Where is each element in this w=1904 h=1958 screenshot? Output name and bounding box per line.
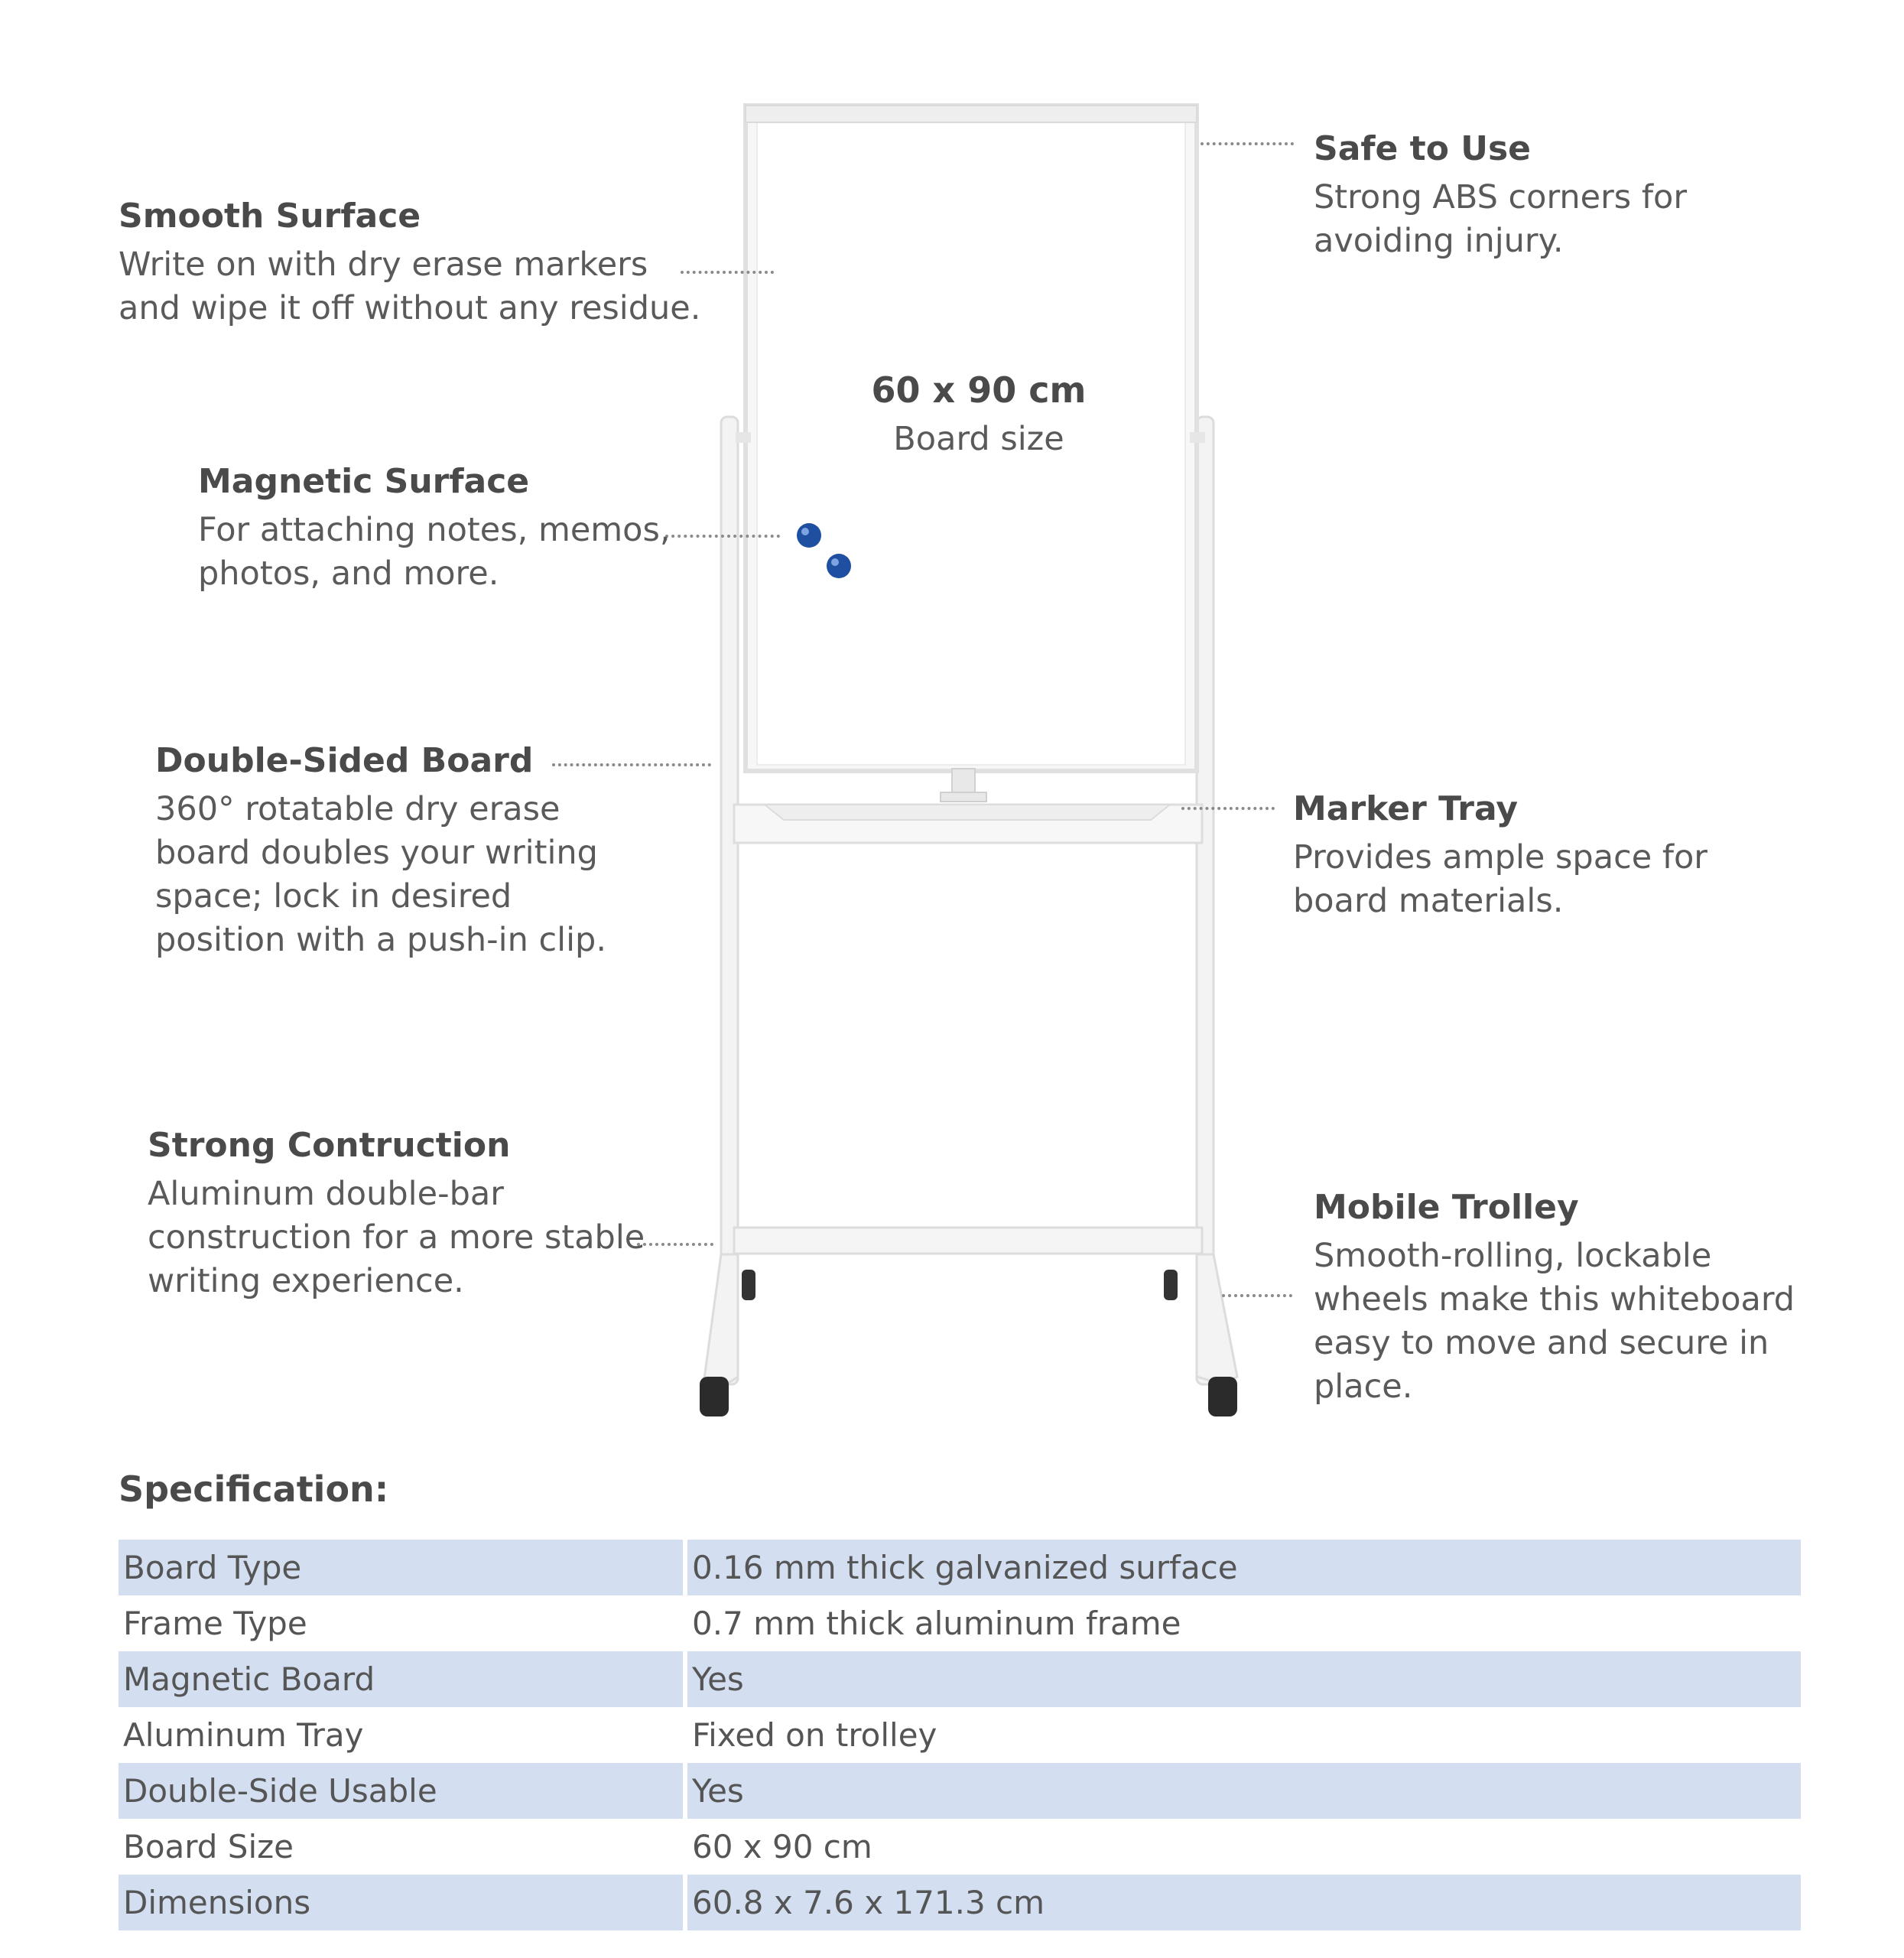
spec-label: Frame Type — [123, 1605, 307, 1642]
table-row: Frame Type 0.7 mm thick aluminum frame — [119, 1595, 1801, 1651]
feature-marker-tray: Marker Tray Provides ample space for boa… — [1293, 787, 1707, 923]
board-size-caption: Board size — [893, 420, 1064, 458]
feature-strong-construction: Strong Contruction Aluminum double-bar c… — [148, 1124, 645, 1303]
spec-value: Fixed on trolley — [692, 1716, 937, 1754]
magnet-2 — [827, 554, 851, 578]
board-size-value: 60 x 90 cm — [871, 369, 1087, 411]
specification-table: Board Type 0.16 mm thick galvanized surf… — [114, 1540, 1805, 1930]
left-upright — [720, 415, 739, 1386]
table-row: Dimensions 60.8 x 7.6 x 171.3 cm — [119, 1875, 1801, 1930]
spec-label: Magnetic Board — [119, 1651, 683, 1707]
push-in-clip — [951, 768, 976, 796]
feature-description: For attaching notes, memos, photos, and … — [198, 511, 671, 593]
feature-title: Safe to Use — [1314, 129, 1532, 168]
table-row: Double-Side Usable Yes — [119, 1763, 1801, 1819]
magnetic-surface-leader — [665, 535, 780, 538]
table-row: Board Type 0.16 mm thick galvanized surf… — [119, 1540, 1801, 1595]
feature-title: Mobile Trolley — [1314, 1188, 1579, 1227]
right-rear-wheel — [1164, 1270, 1178, 1300]
board-top-bar — [745, 105, 1197, 123]
feature-description: Write on with dry erase markers and wipe… — [119, 246, 701, 327]
spec-label: Board Size — [123, 1828, 294, 1865]
left-pivot — [736, 432, 751, 443]
board-surface — [756, 122, 1186, 766]
feature-description: Aluminum double-bar construction for a m… — [148, 1175, 645, 1300]
feature-double-sided-board: Double-Sided Board 360° rotatable dry er… — [155, 739, 606, 962]
spec-value: Yes — [687, 1763, 1801, 1819]
table-row: Magnetic Board Yes — [119, 1651, 1801, 1707]
board-size-label: 60 x 90 cm Board size — [803, 367, 1155, 462]
magnet-1 — [797, 523, 821, 548]
spec-value: 60.8 x 7.6 x 171.3 cm — [687, 1875, 1801, 1930]
left-foot — [702, 1253, 739, 1386]
spec-value: Yes — [687, 1651, 1801, 1707]
marker-tray-leader — [1181, 807, 1275, 810]
spec-value: 0.16 mm thick galvanized surface — [687, 1540, 1801, 1595]
feature-safe-to-use: Safe to Use Strong ABS corners for avoid… — [1314, 127, 1687, 263]
right-foot — [1195, 1253, 1239, 1386]
table-row: Board Size 60 x 90 cm — [119, 1819, 1801, 1875]
spec-label: Aluminum Tray — [123, 1716, 364, 1754]
spec-label: Dimensions — [119, 1875, 683, 1930]
lower-crossbar — [733, 1226, 1204, 1255]
feature-description: Provides ample space for board materials… — [1293, 838, 1707, 920]
strong-construction-leader — [637, 1243, 713, 1246]
right-pivot — [1190, 432, 1205, 443]
right-front-wheel — [1208, 1377, 1237, 1416]
spec-label: Board Type — [119, 1540, 683, 1595]
mobile-trolley-leader — [1222, 1294, 1292, 1297]
feature-description: 360° rotatable dry erase board doubles y… — [155, 790, 606, 959]
feature-mobile-trolley: Mobile Trolley Smooth-rolling, lockable … — [1314, 1186, 1795, 1409]
spec-value: 0.7 mm thick aluminum frame — [692, 1605, 1181, 1642]
feature-smooth-surface: Smooth Surface Write on with dry erase m… — [119, 194, 700, 330]
double-sided-leader — [552, 763, 711, 766]
whiteboard-illustration — [700, 103, 1239, 1416]
feature-title: Smooth Surface — [119, 197, 421, 236]
specification-title: Specification: — [119, 1468, 389, 1510]
feature-magnetic-surface: Magnetic Surface For attaching notes, me… — [198, 460, 671, 596]
spec-label: Double-Side Usable — [119, 1763, 683, 1819]
table-row: Aluminum Tray Fixed on trolley — [119, 1707, 1801, 1763]
smooth-surface-leader — [681, 271, 774, 274]
feature-title: Magnetic Surface — [198, 462, 530, 501]
left-front-wheel — [700, 1377, 729, 1416]
safe-to-use-leader — [1201, 142, 1294, 145]
feature-title: Marker Tray — [1293, 789, 1519, 828]
feature-title: Strong Contruction — [148, 1126, 511, 1165]
feature-description: Strong ABS corners for avoiding injury. — [1314, 178, 1687, 260]
left-rear-wheel — [742, 1270, 755, 1300]
feature-description: Smooth-rolling, lockable wheels make thi… — [1314, 1237, 1795, 1406]
feature-title: Double-Sided Board — [155, 741, 534, 780]
right-upright — [1195, 415, 1215, 1386]
spec-value: 60 x 90 cm — [692, 1828, 872, 1865]
